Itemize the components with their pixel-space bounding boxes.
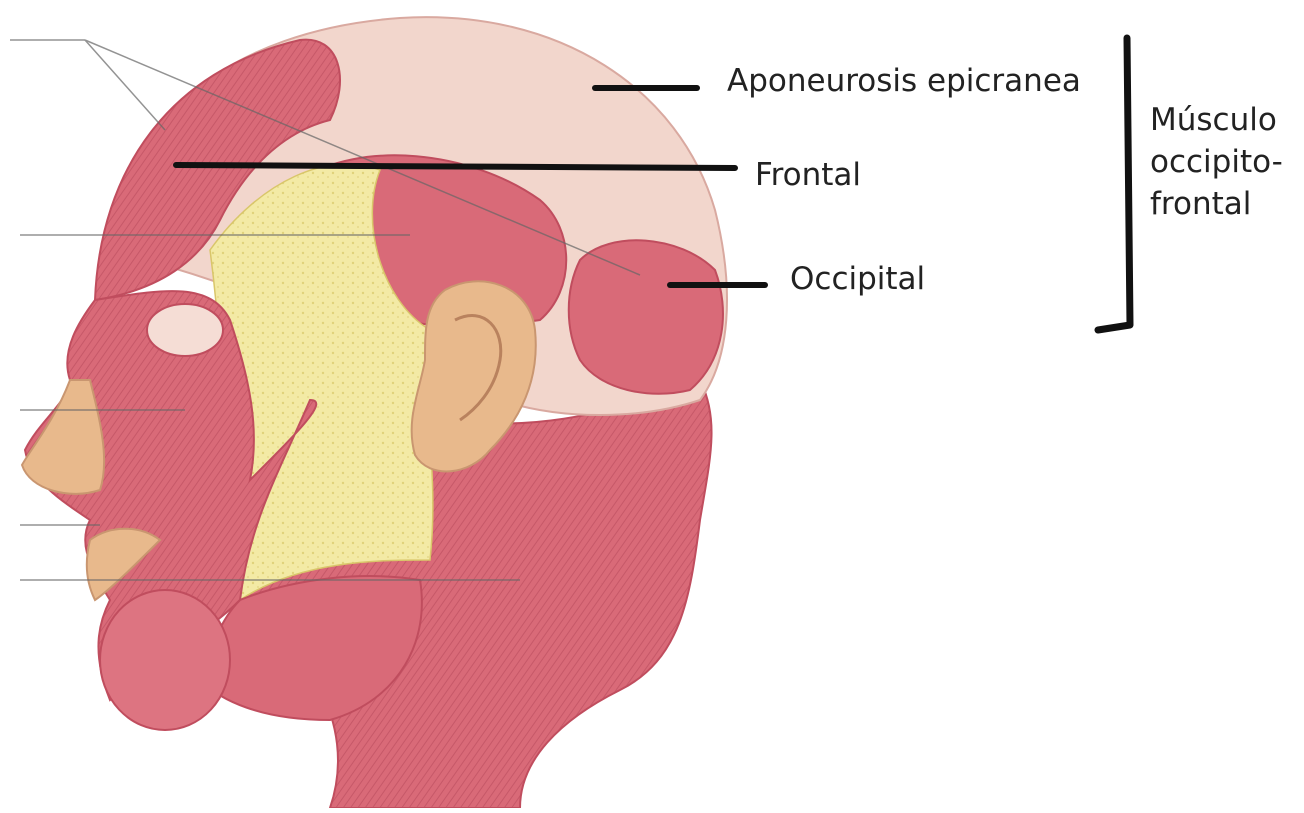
occipito-frontal-group-label: Músculo occipito- frontal: [1150, 100, 1283, 226]
group-label-line-3: frontal: [1150, 184, 1283, 226]
group-label-line-1: Músculo: [1150, 100, 1283, 142]
frontal-label: Frontal: [755, 160, 861, 191]
eye-region: [147, 304, 223, 356]
group-bracket: [1098, 38, 1130, 330]
occipital-label: Occipital: [790, 264, 925, 295]
occipital-muscle-shape: [569, 240, 723, 393]
aponeurosis-label: Aponeurosis epicranea: [727, 66, 1081, 97]
group-label-line-2: occipito-: [1150, 142, 1283, 184]
mouth-muscle: [100, 590, 230, 730]
frontal-leader: [176, 165, 735, 168]
